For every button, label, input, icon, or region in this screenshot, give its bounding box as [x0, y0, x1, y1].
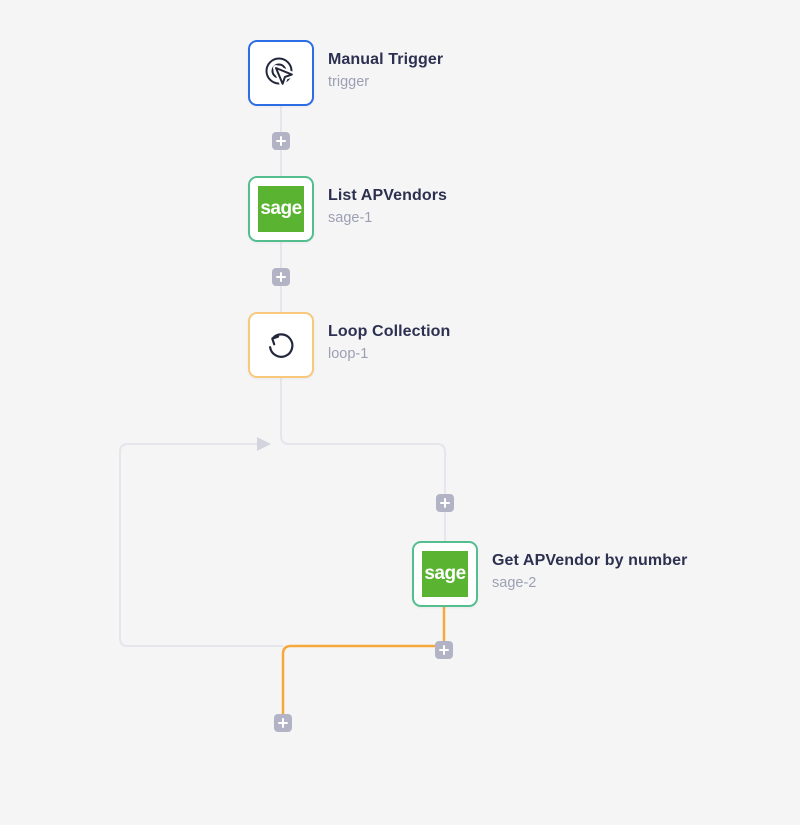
node-loop-collection-labels: Loop Collection loop-1 — [328, 321, 450, 364]
add-step-button-3[interactable] — [436, 494, 454, 512]
add-step-button-1[interactable] — [272, 132, 290, 150]
node-manual-trigger: Manual Trigger trigger — [248, 40, 443, 106]
node-title: Get APVendor by number — [492, 552, 688, 569]
node-list-apvendors-box[interactable]: sage — [248, 176, 314, 242]
node-list-apvendors: sage List APVendors sage-1 — [248, 176, 447, 242]
connector-loop-return — [119, 443, 283, 647]
loop-arrow-icon — [269, 333, 294, 358]
node-get-apvendor-labels: Get APVendor by number sage-2 — [492, 550, 687, 593]
node-manual-trigger-labels: Manual Trigger trigger — [328, 49, 443, 92]
node-subtitle: sage-2 — [492, 575, 537, 591]
manual-trigger-click-icon — [265, 57, 295, 87]
sage-logo-text: sage — [260, 198, 302, 219]
node-loop-collection-box[interactable] — [248, 312, 314, 378]
sage-logo: sage — [258, 186, 304, 232]
add-step-button-4[interactable] — [435, 641, 453, 659]
node-get-apvendor-box[interactable]: sage — [412, 541, 478, 607]
node-title: Loop Collection — [328, 323, 451, 340]
connector-loop-exit — [281, 607, 446, 723]
node-title: List APVendors — [328, 187, 448, 204]
node-subtitle: sage-1 — [328, 210, 373, 226]
loop-return-arrowhead — [257, 437, 271, 451]
add-step-button-5[interactable] — [274, 714, 292, 732]
node-subtitle: loop-1 — [328, 346, 369, 362]
node-manual-trigger-box[interactable] — [248, 40, 314, 106]
node-title: Manual Trigger — [328, 51, 444, 68]
node-subtitle: trigger — [328, 74, 370, 90]
connector-loop-to-sage2 — [280, 378, 446, 541]
node-list-apvendors-labels: List APVendors sage-1 — [328, 185, 447, 228]
node-loop-collection: Loop Collection loop-1 — [248, 312, 450, 378]
add-step-button-2[interactable] — [272, 268, 290, 286]
sage-logo-text: sage — [424, 563, 466, 584]
node-get-apvendor: sage Get APVendor by number sage-2 — [412, 541, 687, 607]
sage-logo: sage — [422, 551, 468, 597]
